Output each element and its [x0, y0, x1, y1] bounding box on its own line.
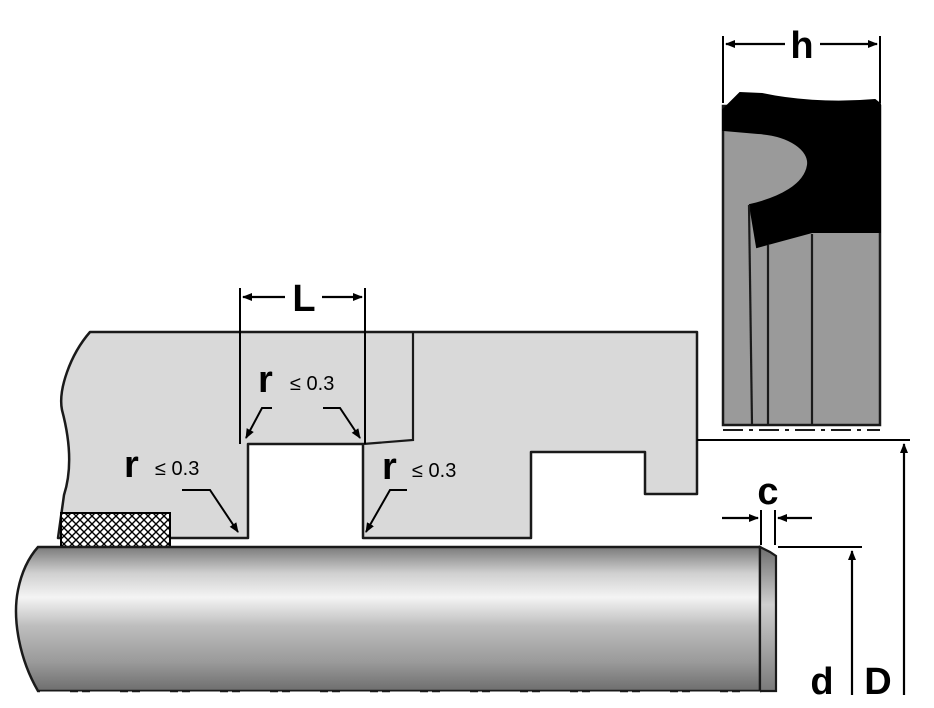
dimension-h: h	[722, 25, 881, 103]
label-D: D	[864, 661, 891, 703]
radius-value-2: ≤ 0.3	[155, 458, 199, 480]
label-h: h	[790, 25, 813, 67]
radius-value-3: ≤ 0.3	[412, 460, 456, 482]
label-l: L	[292, 278, 315, 320]
dimension-l: L	[239, 278, 366, 444]
rod-chamfer-end	[758, 545, 778, 693]
radius-note-1: r ≤ 0.3	[245, 359, 361, 439]
dimension-d: d	[778, 546, 862, 703]
seal-cross-section	[721, 91, 882, 431]
rod-body	[14, 545, 762, 693]
radius-symbol-1: r	[258, 359, 273, 401]
wiper-element	[60, 512, 171, 548]
radius-value-1: ≤ 0.3	[290, 373, 334, 395]
seal-lip	[722, 91, 881, 249]
radius-note-3: r ≤ 0.3	[365, 446, 456, 533]
dimension-D: D	[697, 439, 910, 703]
radius-symbol-3: r	[382, 446, 397, 488]
radius-symbol-2: r	[124, 444, 139, 486]
radius-note-2: r ≤ 0.3	[124, 444, 239, 533]
label-c: c	[757, 471, 778, 513]
housing-body	[56, 330, 699, 540]
label-d: d	[810, 661, 833, 703]
dimension-c: c	[722, 471, 812, 545]
groove-step-line	[362, 332, 415, 446]
